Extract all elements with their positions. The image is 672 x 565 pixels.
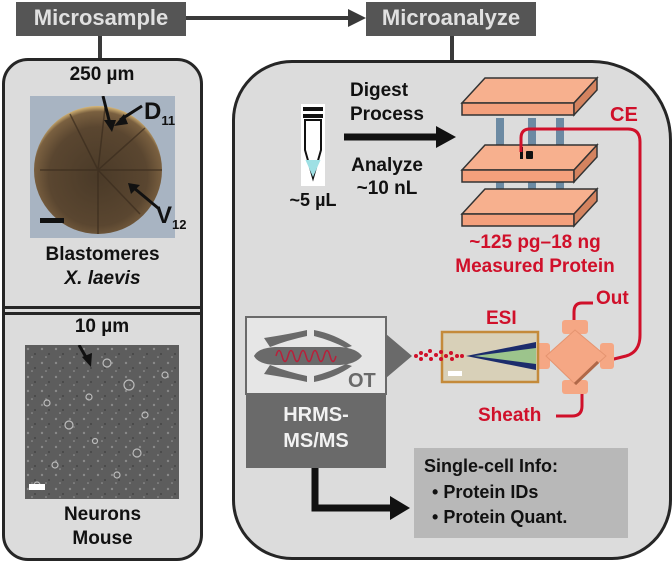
ion-oscillation-wave — [275, 349, 337, 363]
info-item: • Protein IDs — [432, 482, 539, 502]
analyze-volume: ~10 nL — [356, 178, 418, 199]
micrograph-texture — [25, 345, 179, 499]
neuron-cells — [33, 358, 169, 489]
d-subscript: 11 — [161, 112, 176, 128]
electrospray-droplets — [414, 349, 464, 361]
neuron-image — [25, 345, 179, 499]
info-box-title: Single-cell Info: — [424, 456, 559, 476]
out-label: Out — [596, 288, 629, 309]
output-arrow-shaft — [311, 468, 392, 512]
panel-divider-top — [2, 306, 203, 309]
panel-divider-bottom — [2, 312, 203, 315]
sample-tube-icon — [301, 104, 325, 186]
blastomere-caption: Blastomeres — [45, 244, 160, 265]
arrow-v12-head — [128, 183, 140, 194]
sheath-line — [556, 394, 584, 418]
ce-platform-icon — [460, 76, 599, 228]
ce-capillary — [519, 127, 642, 362]
header-connector-arrowhead — [348, 9, 366, 27]
step-digest: Digest — [350, 80, 409, 101]
arrow-d11-head — [114, 114, 128, 126]
arrow-250um — [101, 96, 112, 125]
hrms-box — [246, 394, 386, 468]
microanalyze-header: Microanalyze — [366, 2, 536, 36]
info-item: • Protein Quant. — [432, 507, 568, 527]
cross-junction-icon — [536, 320, 614, 394]
blastomere-image — [30, 96, 175, 238]
organism-caption: Mouse — [72, 528, 133, 549]
arrow-250um-head — [104, 120, 116, 132]
cell-label-v12: V12 — [156, 202, 186, 232]
species-caption: X. laevis — [64, 268, 141, 289]
tube-volume: ~5 µL — [289, 190, 337, 210]
protein-amount-caption: Measured Protein — [455, 256, 615, 277]
d-letter: D — [144, 98, 162, 125]
output-arrow-head — [390, 496, 410, 520]
hrms-label-line2: MS/MS — [283, 430, 349, 452]
ce-label: CE — [610, 104, 638, 126]
scale-bar — [40, 218, 64, 223]
info-item-protein-quant: Protein Quant. — [443, 507, 568, 527]
info-item-protein-ids: Protein IDs — [443, 482, 539, 502]
cleavage-lines — [40, 107, 162, 234]
scale-bar — [29, 484, 45, 490]
ms-inlet-arrow — [386, 334, 412, 378]
process-arrow-head — [436, 126, 456, 148]
arrow-10um-head — [82, 353, 92, 367]
out-line — [572, 301, 593, 320]
neuron-caption: Neurons — [63, 504, 142, 525]
microsample-header: Microsample — [16, 2, 186, 36]
arrow-v12 — [133, 186, 159, 210]
protein-amount-range: ~125 pg–18 ng — [469, 232, 601, 253]
sheath-label: Sheath — [478, 405, 542, 426]
cell-label-d11: D11 — [144, 98, 175, 128]
v-subscript: 12 — [172, 216, 187, 232]
esi-label: ESI — [486, 308, 517, 329]
blastomere-scale-label: 250 µm — [69, 64, 135, 85]
step-analyze: Analyze — [351, 155, 423, 176]
v-letter: V — [156, 202, 173, 229]
neuron-scale-label: 10 µm — [74, 316, 130, 337]
info-box — [414, 448, 628, 538]
ot-label: OT — [348, 370, 376, 392]
hrms-label-line1: HRMS- — [283, 404, 349, 426]
step-process: Process — [350, 104, 424, 125]
